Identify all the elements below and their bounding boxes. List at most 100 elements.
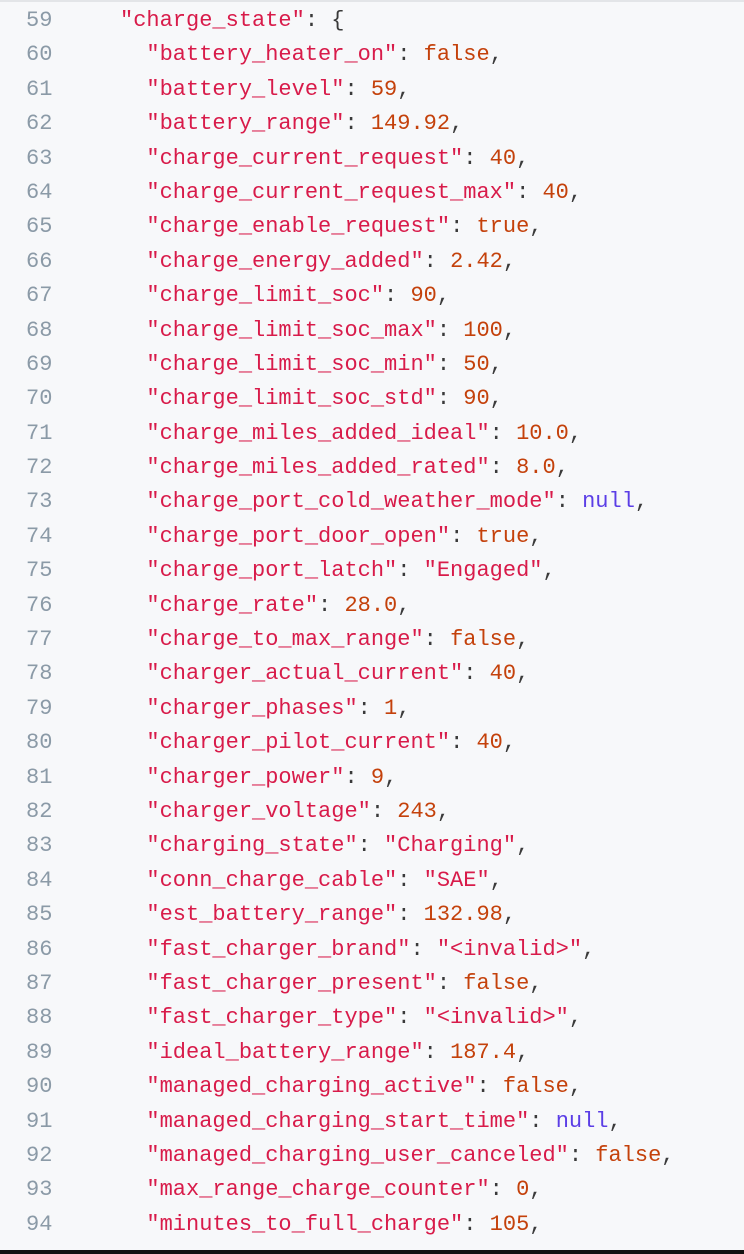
line-number: 81: [26, 764, 53, 790]
line-number: 69: [26, 351, 53, 377]
line-number: 86: [26, 936, 53, 962]
json-value: null: [555, 1108, 609, 1134]
line-number: 88: [26, 1005, 53, 1031]
json-value: 149.92: [370, 111, 451, 137]
code-text: "charger_voltage": 243,: [146, 798, 451, 824]
json-key: "fast_charger_present": [146, 970, 437, 996]
code-line: 69 "charge_limit_soc_min": 50,: [0, 348, 744, 382]
code-text: "charger_pilot_current": 40,: [146, 730, 517, 756]
line-number: 80: [26, 730, 53, 756]
json-key: "managed_charging_start_time": [146, 1108, 530, 1134]
line-number: 89: [26, 1039, 53, 1065]
json-key: "est_battery_range": [146, 902, 398, 928]
code-text: "charge_current_request": 40,: [146, 145, 530, 171]
json-key: "max_range_charge_counter": [146, 1177, 490, 1203]
json-key: "charge_port_cold_weather_mode": [146, 489, 556, 515]
line-number: 71: [26, 420, 53, 446]
json-key: "charge_limit_soc": [146, 283, 385, 309]
line-number: 91: [26, 1108, 53, 1134]
json-key: "charger_actual_current": [146, 661, 464, 687]
code-text: "battery_heater_on": false,: [146, 42, 503, 68]
code-text: "managed_charging_user_canceled": false,: [146, 1142, 675, 1168]
top-border: [0, 0, 744, 2]
code-line: 64 "charge_current_request_max": 40,: [0, 176, 744, 210]
json-value: "Engaged": [423, 558, 543, 584]
line-number: 78: [26, 661, 53, 687]
json-key: "ideal_battery_range": [146, 1039, 424, 1065]
code-text: "max_range_charge_counter": 0,: [146, 1177, 543, 1203]
code-text: "charge_state": {: [120, 8, 345, 33]
code-line: 66 "charge_energy_added": 2.42,: [0, 245, 744, 279]
line-number: 92: [26, 1142, 53, 1168]
json-value: 10.0: [516, 420, 569, 446]
code-line: 86 "fast_charger_brand": "<invalid>",: [0, 933, 744, 967]
json-value: 90: [463, 386, 490, 412]
json-code-view: 59"charge_state": {60 "battery_heater_on…: [0, 4, 744, 1242]
line-number: 62: [26, 111, 53, 137]
code-text: "charger_actual_current": 40,: [146, 661, 530, 687]
json-value: 105: [489, 1211, 530, 1237]
json-value: 100: [463, 317, 503, 343]
line-number: 63: [26, 145, 53, 171]
line-number: 68: [26, 317, 53, 343]
code-line: 76 "charge_rate": 28.0,: [0, 589, 744, 623]
json-value: null: [582, 489, 635, 515]
json-value: true: [476, 523, 530, 549]
json-value: false: [595, 1142, 662, 1168]
json-key: "charge_port_latch": [146, 558, 398, 584]
json-value: 8.0: [516, 455, 556, 481]
line-number: 79: [26, 695, 53, 721]
json-key: "charge_enable_request": [146, 214, 451, 240]
json-key: "charge_to_max_range": [146, 627, 424, 653]
json-key: "charge_energy_added": [146, 248, 424, 274]
json-value: "SAE": [423, 867, 490, 893]
code-text: "charge_port_cold_weather_mode": null,: [146, 489, 649, 515]
json-value: "Charging": [384, 833, 517, 859]
code-text: "charge_limit_soc_max": 100,: [146, 317, 517, 343]
json-value: 2.42: [450, 248, 503, 274]
json-value: {: [331, 8, 345, 33]
code-line: 92 "managed_charging_user_canceled": fal…: [0, 1139, 744, 1173]
json-key: "minutes_to_full_charge": [146, 1211, 464, 1237]
code-text: "charge_to_max_range": false,: [146, 627, 530, 653]
code-line: 82 "charger_voltage": 243,: [0, 795, 744, 829]
code-text: "charge_port_door_open": true,: [146, 523, 543, 549]
code-line: 90 "managed_charging_active": false,: [0, 1070, 744, 1104]
code-text: "charger_phases": 1,: [146, 695, 411, 721]
json-key: "fast_charger_type": [146, 1005, 398, 1031]
code-text: "managed_charging_active": false,: [146, 1074, 583, 1100]
code-line: 81 "charger_power": 9,: [0, 761, 744, 795]
line-number: 83: [26, 833, 53, 859]
code-text: "charge_enable_request": true,: [146, 214, 543, 240]
code-line: 91 "managed_charging_start_time": null,: [0, 1105, 744, 1139]
line-number: 70: [26, 386, 53, 412]
json-key: "charge_miles_added_ideal": [146, 420, 490, 446]
code-line: 84 "conn_charge_cable": "SAE",: [0, 864, 744, 898]
json-key: "charger_pilot_current": [146, 730, 451, 756]
code-line: 83 "charging_state": "Charging",: [0, 829, 744, 863]
code-text: "conn_charge_cable": "SAE",: [146, 867, 503, 893]
json-value: 40: [476, 730, 503, 756]
line-number: 67: [26, 283, 53, 309]
json-value: 40: [489, 145, 517, 171]
code-line: 67 "charge_limit_soc": 90,: [0, 279, 744, 313]
line-number: 65: [26, 214, 53, 240]
code-line: 70 "charge_limit_soc_std": 90,: [0, 382, 744, 416]
code-line: 80 "charger_pilot_current": 40,: [0, 726, 744, 760]
json-key: "charging_state": [146, 833, 358, 859]
json-value: false: [423, 42, 490, 68]
json-key: "charger_phases": [146, 695, 358, 721]
line-number: 82: [26, 798, 53, 824]
code-line: 77 "charge_to_max_range": false,: [0, 623, 744, 657]
json-value: "<invalid>": [423, 1005, 569, 1031]
json-value: true: [476, 214, 530, 240]
json-key: "battery_heater_on": [146, 42, 398, 68]
code-line: 60 "battery_heater_on": false,: [0, 38, 744, 72]
json-key: "charger_voltage": [146, 798, 371, 824]
code-line: 88 "fast_charger_type": "<invalid>",: [0, 1001, 744, 1035]
line-number: 75: [26, 558, 53, 584]
json-value: 243: [397, 798, 437, 824]
code-text: "charge_rate": 28.0,: [146, 592, 411, 618]
json-value: 132.98: [423, 902, 503, 928]
json-key: "charge_current_request_max": [146, 179, 517, 205]
